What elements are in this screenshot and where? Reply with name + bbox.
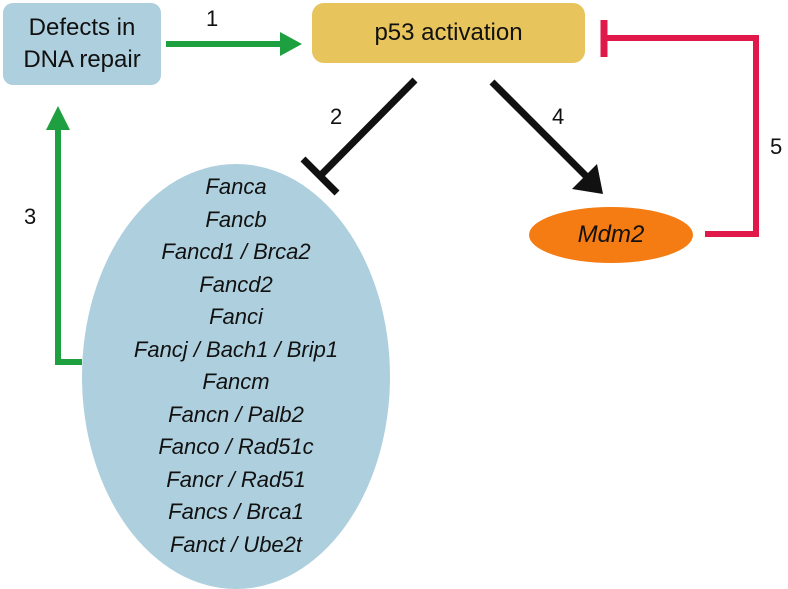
fanc-gene-item: Fancj / Bach1 / Brip1 [133,336,339,362]
node-p53-label: p53 activation [374,19,523,46]
node-dna-repair-line-2: DNA repair [23,46,141,73]
fanc-gene-item: Fanci [209,304,263,329]
node-p53-activation: p53 activation [312,3,585,63]
fanc-gene-item: Fanca [205,174,267,199]
edge-1-label: 1 [206,6,219,31]
edge-4-p53-to-mdm2 [489,79,603,194]
fanc-gene-item: Fancr / Rad51 [166,466,306,492]
fanc-gene-item: Fancd1 / Brca2 [161,239,311,264]
fanc-gene-item: Fanct / Ube2t [169,531,303,557]
edge-2-p53-inhibits-fanc [300,77,418,196]
node-mdm2: Mdm2 [529,207,693,263]
fanc-gene-item: Fancd2 [199,271,273,297]
fanc-gene-item: Fancs / Brca1 [168,499,304,524]
node-fanc-genes: Fanca Fancb Fancd1 / Brca2 Fancd2 Fanci … [82,164,390,589]
edge-5-label: 5 [770,134,783,159]
edge-3-fanc-to-dna [46,106,82,365]
edge-2-label: 2 [330,104,343,129]
edge-1-dna-to-p53 [166,32,302,56]
edge-3-label: 3 [24,204,37,229]
node-dna-repair: Defects in DNA repair [3,3,161,85]
node-dna-repair-line-1: Defects in [28,14,136,41]
fanc-gene-item: Fancb [205,206,267,232]
edge-5-mdm2-inhibits-p53 [600,20,759,237]
node-mdm2-label: Mdm2 [577,221,645,248]
fanc-gene-item: Fanco / Rad51c [158,434,314,459]
fanc-gene-item: Fancn / Palb2 [168,401,304,427]
edge-4-label: 4 [552,104,565,129]
fanc-gene-item: Fancm [202,369,270,394]
